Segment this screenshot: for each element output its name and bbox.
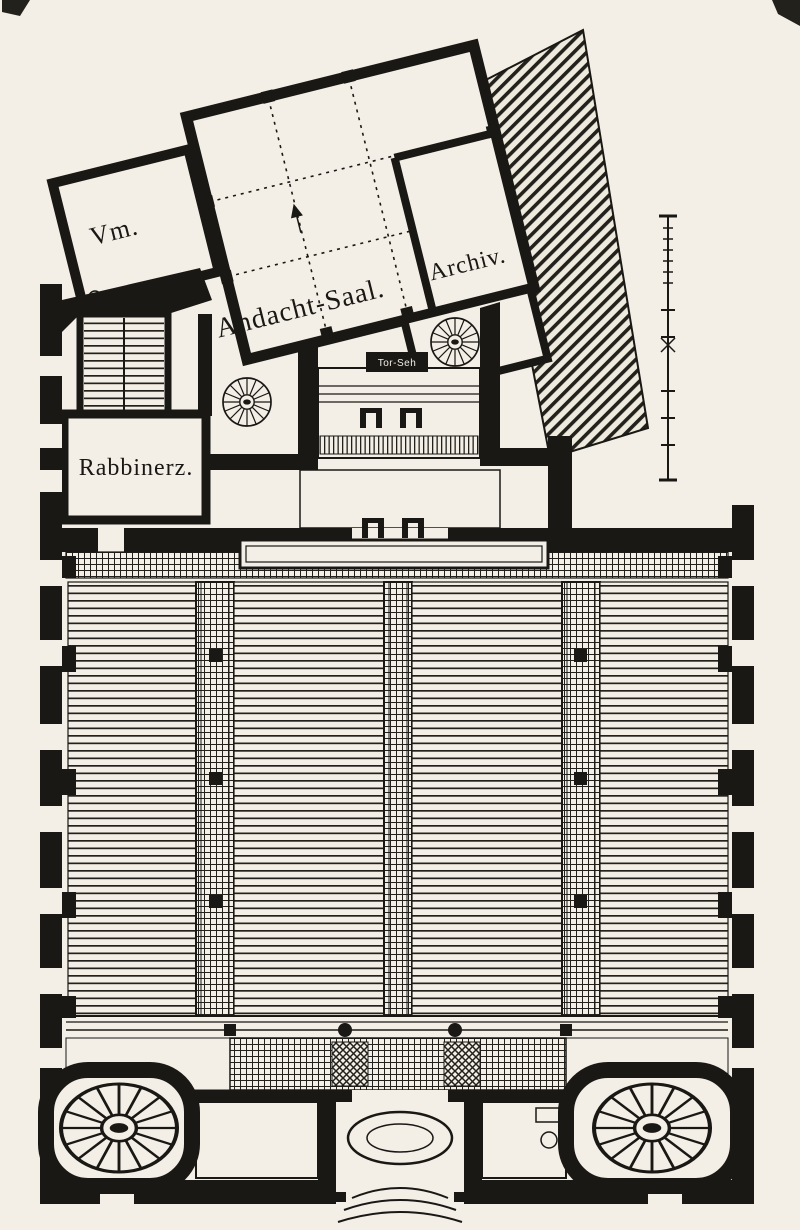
pier-crosshatch [331,1041,369,1087]
east-wall [732,505,754,1204]
porch-step [343,1199,457,1211]
tor-label: Tor-Seh [378,358,417,369]
scan-artifact-topright [772,0,800,26]
spiral-stair-southwest [61,1084,177,1172]
archiv-partition [390,128,497,315]
entrance-vestibule: Tor-Seh [206,302,572,530]
column-dot [448,1023,462,1037]
ceiling-bay-lines [209,78,494,338]
window-openings [40,356,754,1204]
pier-crosshatch [443,1041,481,1087]
tor-label-box [366,352,428,372]
rabbinerz-label: Rabbinerz. [79,455,194,481]
andacht-saal-room [179,38,541,367]
columns [62,556,732,1018]
scale-bar-cross [660,337,676,353]
spiral-stair-west [223,378,271,426]
side-room-east [481,1101,567,1179]
porch-step [337,1211,463,1223]
entry-steps [318,385,480,403]
annex-piers [200,69,501,341]
orientation-mark [290,203,303,233]
porch-step [351,1187,449,1199]
scale-bar [659,214,677,482]
side-room-west [195,1101,319,1179]
spiral-stair-annex [431,318,479,366]
porch-oval [346,1110,454,1166]
aisle-edge-lines [200,582,596,1016]
column-dot [338,1023,352,1037]
pew-banks [67,581,729,1017]
entrance-porch [318,1100,482,1223]
choir-ledge [238,538,550,570]
door-swing [88,290,102,304]
spiral-stair-southeast [594,1084,710,1172]
scan-artifact-topleft [2,0,30,16]
stair-towers [46,1070,746,1186]
annex-wing: Vm. Andacht-Saal. Archiv. [46,38,553,396]
